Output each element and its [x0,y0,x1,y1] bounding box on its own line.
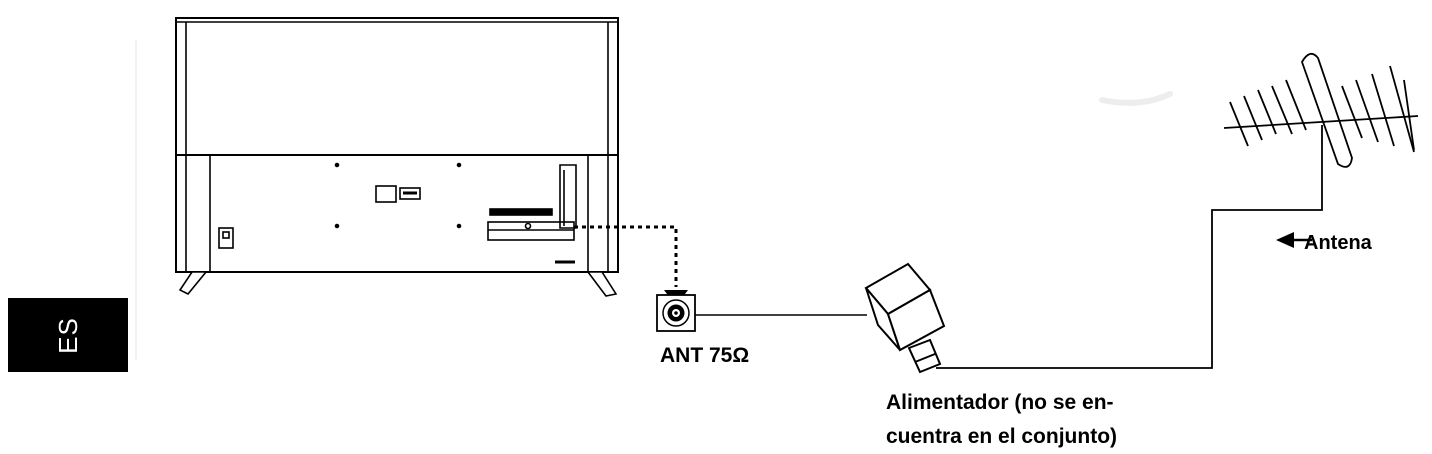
antenna-label: Antena [1304,232,1372,254]
power-supply-label-line2: cuentra en el conjunto) [886,425,1118,448]
power-supply-label: Alimentador (no se en- cuentra en el con… [886,386,1117,454]
coaxial-port-icon [656,294,696,332]
tv-back-icon [175,17,619,297]
power-supply-label-line1: Alimentador (no se en- [886,391,1114,414]
tv-to-port-dotted-cable [574,225,678,287]
language-code: ES [52,316,83,354]
arrow-left-icon [1276,232,1312,248]
antenna-cable [936,125,1323,369]
yagi-antenna-icon [1223,52,1419,168]
antenna-port-label: ANT 75Ω [660,344,750,367]
language-tab: ES [8,298,128,372]
power-supply-icon [864,262,946,374]
